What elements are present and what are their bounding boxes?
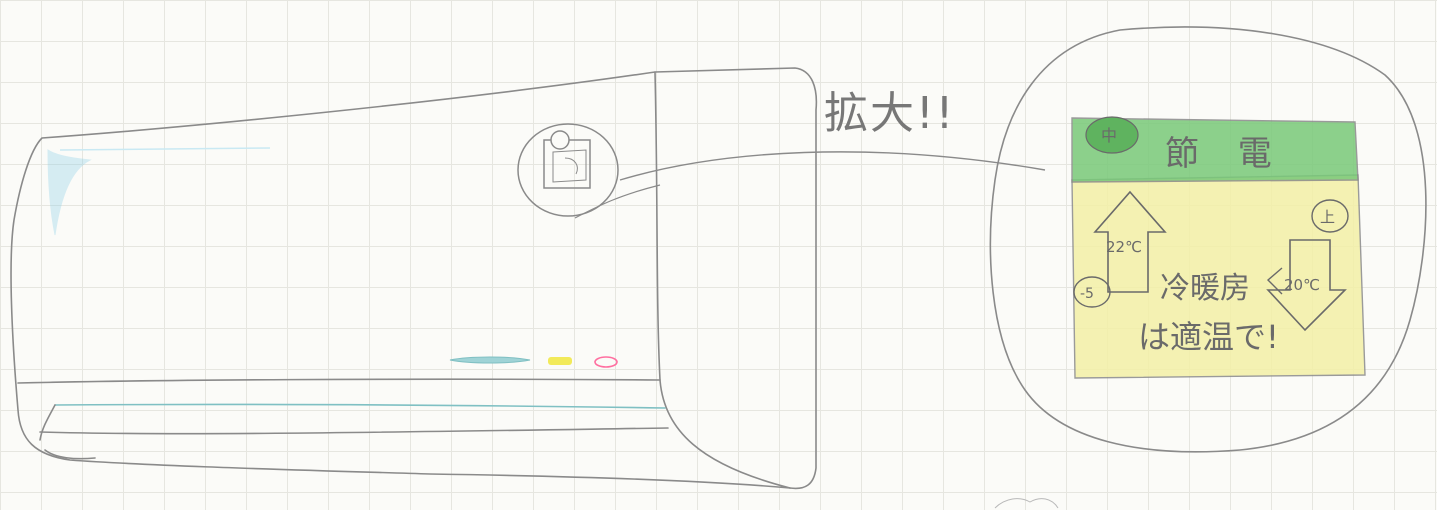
panel-header-badge-label: 中 xyxy=(1101,126,1117,145)
left-badge xyxy=(1073,276,1111,308)
right-badge-label: 上 xyxy=(1320,208,1335,226)
callout-connector-bottom xyxy=(574,184,661,219)
left-badge-label: -5 xyxy=(1080,286,1094,302)
panel-message-line2: は適温で! xyxy=(1138,318,1279,356)
ac-louver-top xyxy=(54,403,666,409)
indicator-blue xyxy=(449,356,531,364)
right-badge xyxy=(1311,199,1349,233)
down-arrow-icon xyxy=(1266,239,1347,332)
callout-connector-top xyxy=(619,151,1046,181)
ac-panel-thumbnail xyxy=(517,123,619,217)
down-arrow-value: 20℃ xyxy=(1284,276,1320,294)
ac-louver-edge xyxy=(39,404,56,441)
panel-message-line1: 冷暖房 xyxy=(1160,271,1250,306)
up-arrow-icon xyxy=(1093,190,1167,293)
air-conditioner-unit xyxy=(10,67,818,490)
stray-pencil-mark xyxy=(994,498,1059,509)
ac-outlet-line xyxy=(17,378,661,384)
ac-bottom-curve xyxy=(44,449,96,460)
panel-header xyxy=(1071,117,1359,183)
indicator-pink xyxy=(594,356,618,368)
up-arrow-value: 22℃ xyxy=(1106,238,1142,256)
down-arrow-bracket xyxy=(1266,267,1283,295)
zoom-bubble xyxy=(989,26,1427,453)
panel-header-badge xyxy=(1085,116,1139,154)
panel-header-label: 節 電 xyxy=(1165,134,1286,174)
ac-side-seam xyxy=(654,71,791,489)
ac-body-outline xyxy=(10,67,818,490)
ac-indicator-lights xyxy=(449,356,618,368)
ac-intake-line xyxy=(59,147,271,151)
ac-louver-bottom xyxy=(39,427,669,435)
indicator-yellow xyxy=(548,357,572,365)
ac-intake-tint xyxy=(47,149,92,236)
zoom-annotation: 拡大!! xyxy=(824,88,955,139)
zoomed-panel: 中 節 電 22℃ 20℃ -5 上 冷暖房 は適温で! xyxy=(1071,116,1366,379)
